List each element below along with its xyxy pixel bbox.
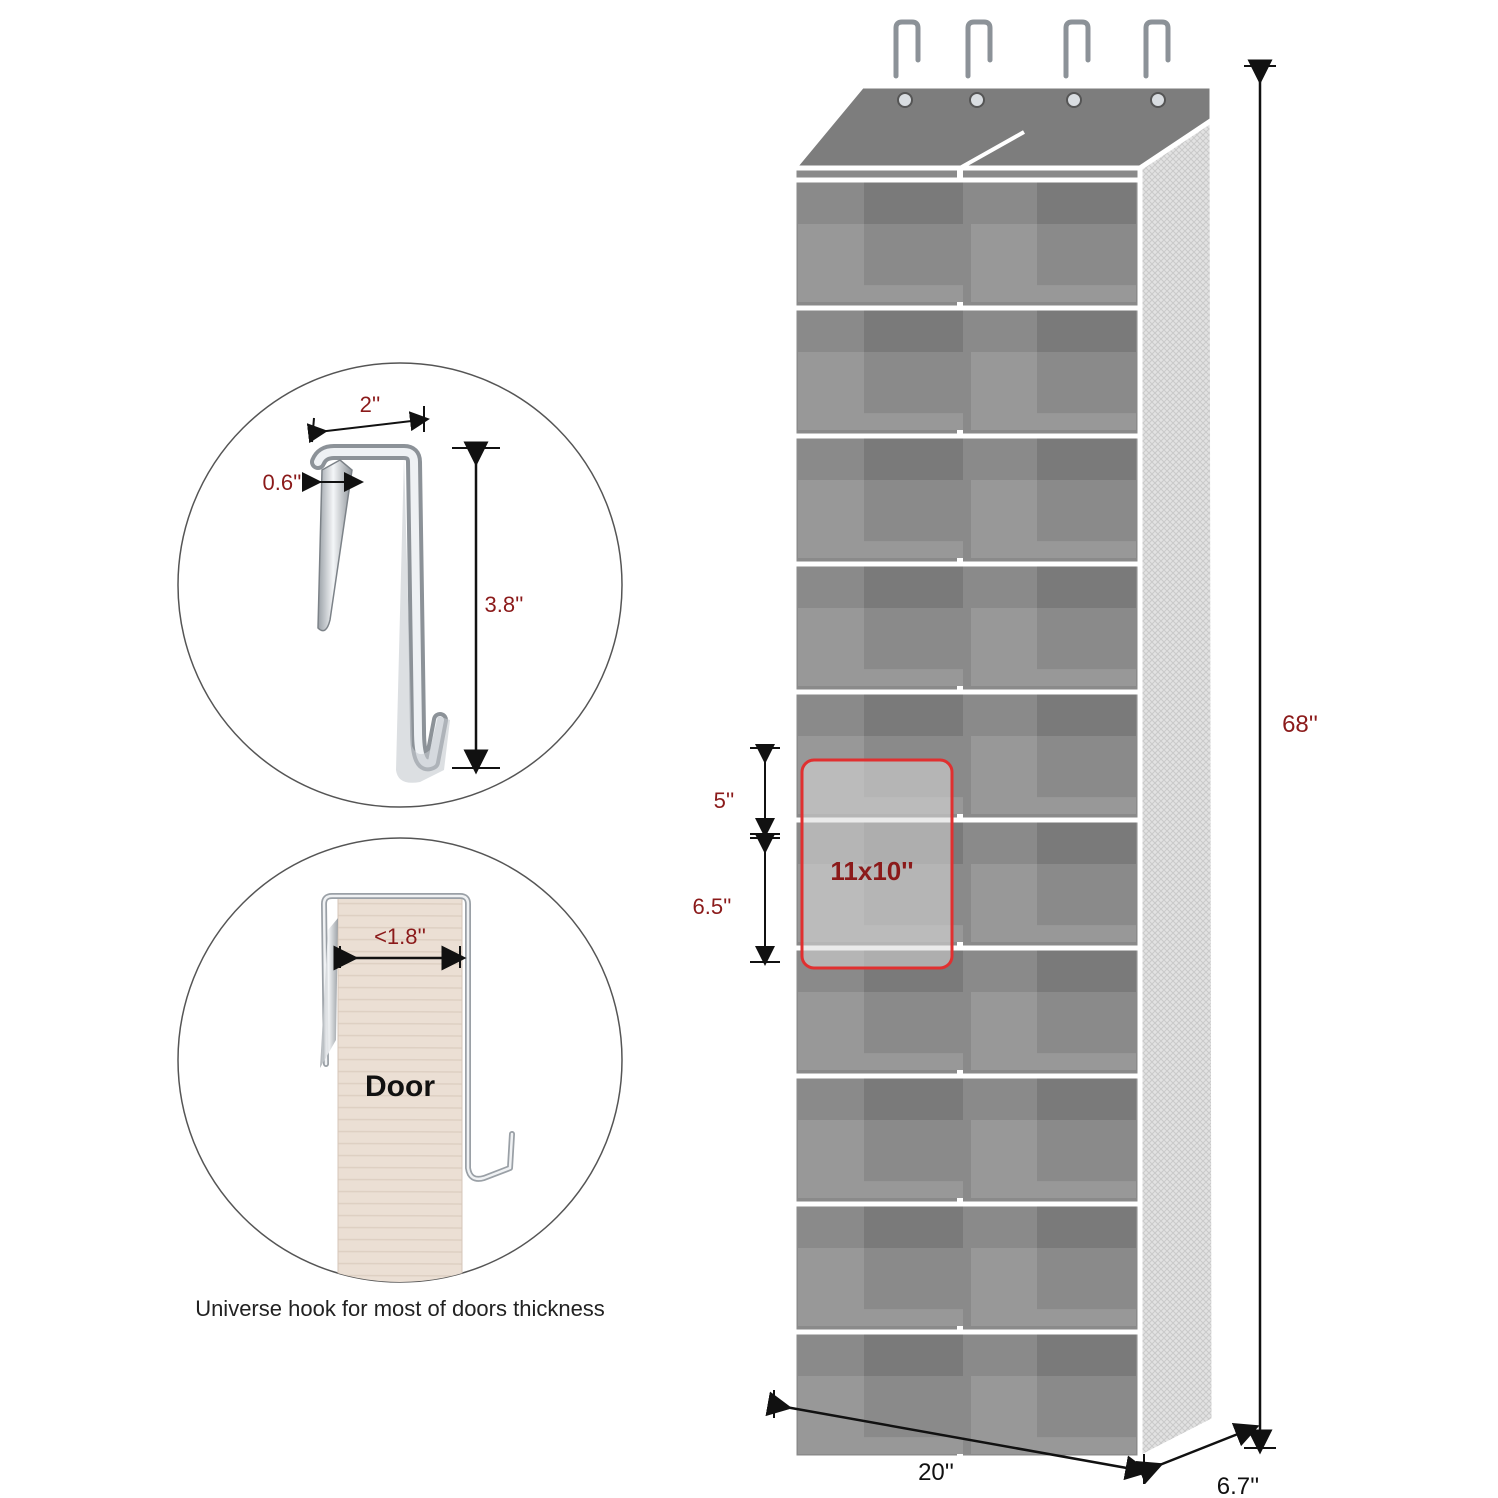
pocket-clear-window	[798, 608, 963, 686]
depth-label: 6.7''	[1217, 1473, 1260, 1498]
pocket-inner-wall	[1037, 438, 1136, 542]
pocket-top-label: 5''	[714, 788, 735, 813]
door-hook-icon	[1143, 19, 1171, 79]
pocket-clear-window	[971, 352, 1136, 430]
highlighted-pocket	[800, 758, 954, 970]
pocket-clear-window	[971, 480, 1136, 558]
pocket-clear-window	[798, 992, 963, 1070]
hook-width-label: 2''	[360, 392, 381, 417]
door-hook-icon	[965, 19, 993, 79]
pocket-clear-window	[971, 1248, 1136, 1326]
pocket-dimensions: 5'' 6.5''	[693, 744, 780, 966]
pocket-clear-window	[971, 608, 1136, 686]
pocket-inner-wall	[864, 1078, 963, 1182]
width-label: 20''	[918, 1459, 954, 1486]
pocket-size-label: 11x10''	[830, 856, 913, 886]
pocket-inner-wall	[1037, 182, 1136, 286]
height-dimension: 68''	[1244, 59, 1318, 1455]
hanger-group	[893, 19, 1171, 108]
pocket-clear-window	[798, 480, 963, 558]
total-height-label: 68''	[1282, 711, 1318, 738]
pocket-clear-window	[798, 1376, 963, 1454]
depth-dimension: 6.7''	[1135, 1422, 1260, 1498]
pocket-inner-wall	[864, 310, 963, 414]
pocket-clear-window	[798, 1120, 963, 1198]
pocket-inner-wall	[864, 566, 963, 670]
pocket-inner-wall	[864, 1206, 963, 1310]
grommet	[969, 92, 985, 108]
door-caption: Universe hook for most of doors thicknes…	[195, 1296, 605, 1321]
hook-height-label: 3.8''	[485, 592, 524, 617]
pocket-clear-window	[798, 224, 963, 302]
pocket-inner-wall	[1037, 566, 1136, 670]
pocket-clear-window	[971, 864, 1136, 942]
shoe-organizer: 11x10''	[788, 19, 1217, 1463]
side-mesh-panel	[1135, 81, 1217, 1463]
pocket-inner-wall	[1037, 694, 1136, 798]
pocket-clear-window	[798, 1248, 963, 1326]
door-label: Door	[365, 1070, 435, 1103]
pocket-clear-window	[798, 352, 963, 430]
hook-icon	[310, 444, 450, 783]
grommet	[1150, 92, 1166, 108]
pocket-inner-wall	[1037, 1206, 1136, 1310]
hook-thickness-label: 0.6''	[263, 470, 302, 495]
pocket-inner-wall	[1037, 950, 1136, 1054]
top-panel	[788, 83, 1215, 171]
pocket-inner-wall	[1037, 1078, 1136, 1182]
pocket-clear-window	[971, 1376, 1136, 1454]
pocket-inner-wall	[864, 438, 963, 542]
door-thickness-label: <1.8''	[374, 924, 426, 949]
grommet	[1066, 92, 1082, 108]
pocket-clear-window	[971, 224, 1136, 302]
pocket-height-label: 6.5''	[693, 894, 732, 919]
door-detail-group: <1.8'' Door	[177, 837, 623, 1283]
pocket-inner-wall	[864, 182, 963, 286]
pocket-clear-window	[971, 736, 1136, 814]
pocket-inner-wall	[1037, 310, 1136, 414]
door-hook-icon	[893, 19, 921, 79]
pocket-inner-wall	[1037, 822, 1136, 926]
pocket-clear-window	[971, 992, 1136, 1070]
grommet	[897, 92, 913, 108]
hook-detail-circle	[177, 362, 623, 808]
door-hook-icon	[1063, 19, 1091, 79]
hook-detail-group: 2'' 0.6'' 3.8''	[177, 362, 623, 808]
pocket-clear-window	[971, 1120, 1136, 1198]
